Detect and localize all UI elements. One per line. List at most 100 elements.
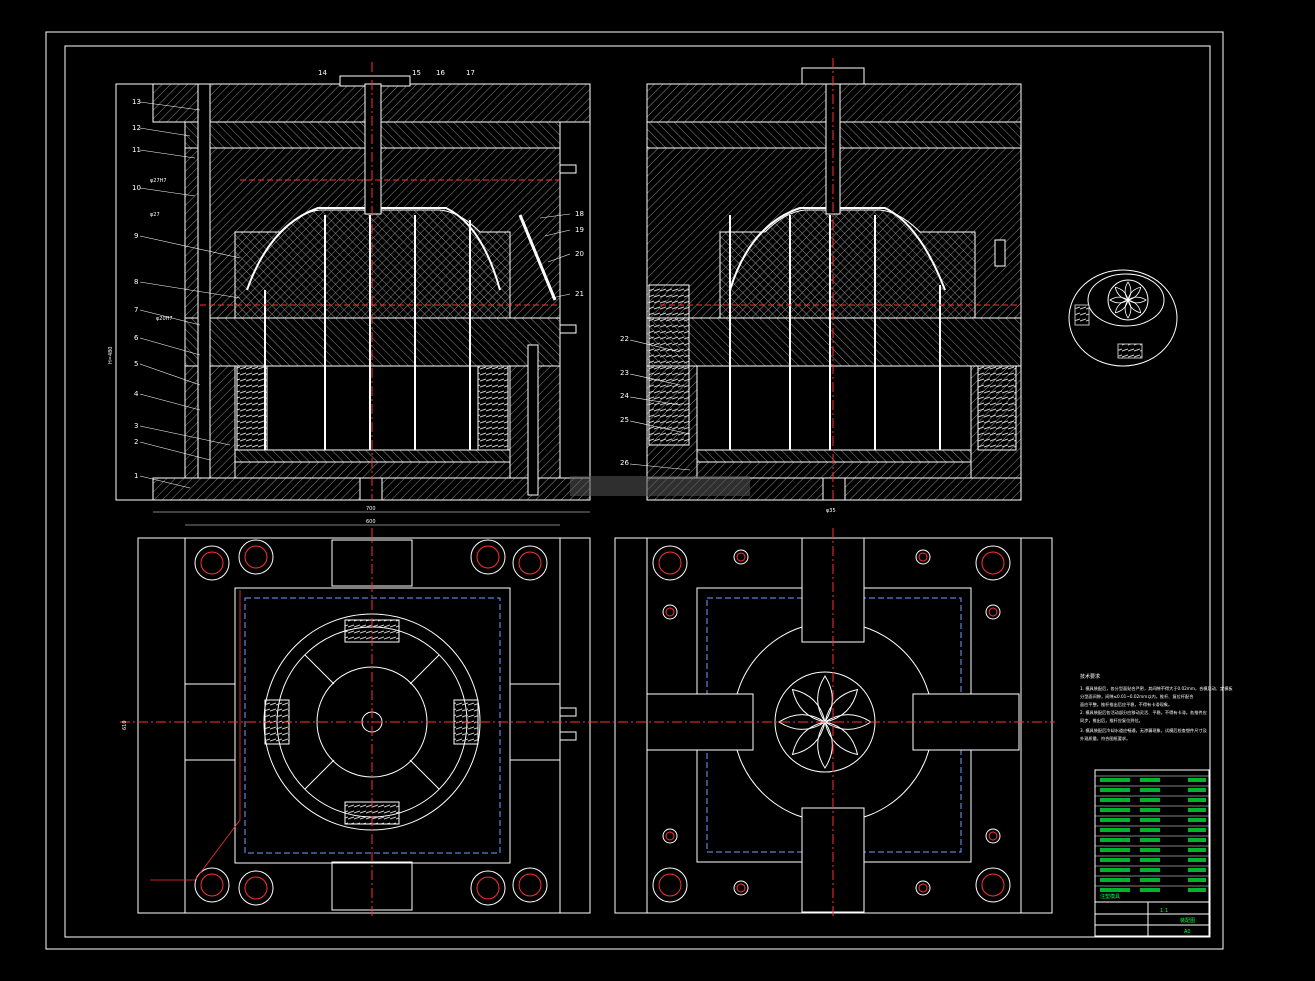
guide-boss-center xyxy=(736,552,746,562)
parts-row-text xyxy=(1100,858,1130,862)
label-24: 24 xyxy=(620,392,629,400)
label-26: 26 xyxy=(620,459,629,467)
notes-line-7: 外观质量，符合图纸要求。 xyxy=(1080,735,1130,742)
label-6: 6 xyxy=(134,334,139,342)
guide-boss-center xyxy=(476,545,500,569)
label-14: 14 xyxy=(318,69,327,77)
parts-row-text xyxy=(1140,828,1160,832)
guide-boss xyxy=(975,545,1011,581)
parts-row-text xyxy=(1188,858,1206,862)
guide-boss-center xyxy=(200,873,224,897)
parts-row-text xyxy=(1140,868,1160,872)
dim-d27: φ27 xyxy=(150,212,160,218)
product-isometric xyxy=(1068,269,1178,367)
parts-row-text xyxy=(1100,838,1130,842)
parts-row-text xyxy=(1100,828,1130,832)
guide-boss xyxy=(512,545,548,581)
flower-petal xyxy=(778,714,826,730)
label-5: 5 xyxy=(134,360,138,368)
dim-d270: φ27H7 xyxy=(150,178,167,184)
label-20: 20 xyxy=(575,250,584,258)
guide-boss-center xyxy=(658,551,682,575)
guide-boss-center xyxy=(736,883,746,893)
guide-boss xyxy=(238,870,274,906)
parts-row-text xyxy=(1188,838,1206,842)
guide-boss xyxy=(662,604,678,620)
label-23: 23 xyxy=(620,369,629,377)
parts-row-text xyxy=(1100,878,1130,882)
parts-row-text xyxy=(1140,848,1160,852)
flower-petal xyxy=(1127,296,1147,304)
parts-row-text xyxy=(1188,778,1206,782)
label-12: 12 xyxy=(132,124,141,132)
label-16: 16 xyxy=(436,69,445,77)
label-10: 10 xyxy=(132,184,141,192)
label-1: 1 xyxy=(134,472,138,480)
notes-line-6: 3. 模具装配后冷却水道应畅通，无渗漏现象，试模后检查塑件尺寸及 xyxy=(1080,727,1208,734)
flower-petal xyxy=(1109,296,1129,304)
parts-row-text xyxy=(1188,888,1206,892)
label-7: 7 xyxy=(134,306,138,314)
notes-line-5: 同步，推出后，推杆应复位到位。 xyxy=(1080,717,1143,724)
parts-row-text xyxy=(1140,798,1160,802)
guide-boss-center xyxy=(981,551,1005,575)
parts-row-text xyxy=(1188,878,1206,882)
title-sheet: A0 xyxy=(1184,929,1191,935)
guide-boss xyxy=(652,545,688,581)
flower-petal xyxy=(824,721,859,756)
label-13: 13 xyxy=(132,98,141,106)
side-section-view: 22 23 24 25 26 φ35 xyxy=(620,58,1022,514)
parts-row-text xyxy=(1100,818,1130,822)
guide-boss-center xyxy=(988,831,998,841)
guide-boss xyxy=(470,539,506,575)
label-18: 18 xyxy=(575,210,584,218)
guide-boss xyxy=(238,539,274,575)
parts-row-text xyxy=(1188,798,1206,802)
guide-boss-center xyxy=(518,873,542,897)
parts-row-text xyxy=(1140,878,1160,882)
label-4: 4 xyxy=(134,390,139,398)
notes-line-2: 分型面间隙，间隙≤0.01~0.02mm以内，推杆、复位杆配合 xyxy=(1080,693,1194,700)
guide-boss-center xyxy=(665,607,675,617)
flower-petal xyxy=(1127,286,1142,301)
label-25: 25 xyxy=(620,416,629,424)
flower-petal xyxy=(1114,299,1129,314)
flower-petal xyxy=(791,688,826,723)
dim-height: H=480 xyxy=(108,347,114,365)
parts-row-text xyxy=(1140,888,1160,892)
notes-line-3: 面应平整。推杆推出后应平稳，不得有卡滞现象。 xyxy=(1080,701,1172,708)
flower-petal xyxy=(817,675,833,723)
guide-boss xyxy=(733,880,749,896)
parts-row-text xyxy=(1100,778,1130,782)
plan-view-left: 610 xyxy=(120,528,600,918)
parts-row-text xyxy=(1140,858,1160,862)
title-block: 注塑模具 装配图 1:1 A0 xyxy=(1094,769,1210,937)
guide-boss-center xyxy=(244,876,268,900)
dim-width-700: 700 xyxy=(366,506,376,512)
guide-boss-center xyxy=(988,607,998,617)
parts-row-text xyxy=(1100,868,1130,872)
parts-row-text xyxy=(1188,848,1206,852)
parts-row-text xyxy=(1188,828,1206,832)
guide-boss-center xyxy=(476,876,500,900)
flower-petal xyxy=(1127,299,1142,314)
guide-boss xyxy=(512,867,548,903)
front-section-view xyxy=(115,62,591,501)
notes-title: 技术要求 xyxy=(1080,673,1100,680)
label-19: 19 xyxy=(575,226,584,234)
label-15: 15 xyxy=(412,69,421,77)
label-9: 9 xyxy=(134,232,138,240)
title-drawing: 装配图 xyxy=(1180,917,1195,924)
parts-row-text xyxy=(1140,838,1160,842)
parts-row-text xyxy=(1140,778,1160,782)
dim-side-bottom: φ35 xyxy=(826,508,836,514)
notes-line-1: 1. 模具装配后，各分型面贴合严密，其间隙不得大于0.02mm，合模后动、定模板 xyxy=(1080,685,1233,692)
label-21: 21 xyxy=(575,290,584,298)
label-3: 3 xyxy=(134,422,138,430)
title-name: 注塑模具 xyxy=(1100,893,1120,900)
guide-boss xyxy=(985,604,1001,620)
guide-boss xyxy=(194,867,230,903)
parts-row-text xyxy=(1140,788,1160,792)
label-22: 22 xyxy=(620,335,629,343)
label-8: 8 xyxy=(134,278,138,286)
